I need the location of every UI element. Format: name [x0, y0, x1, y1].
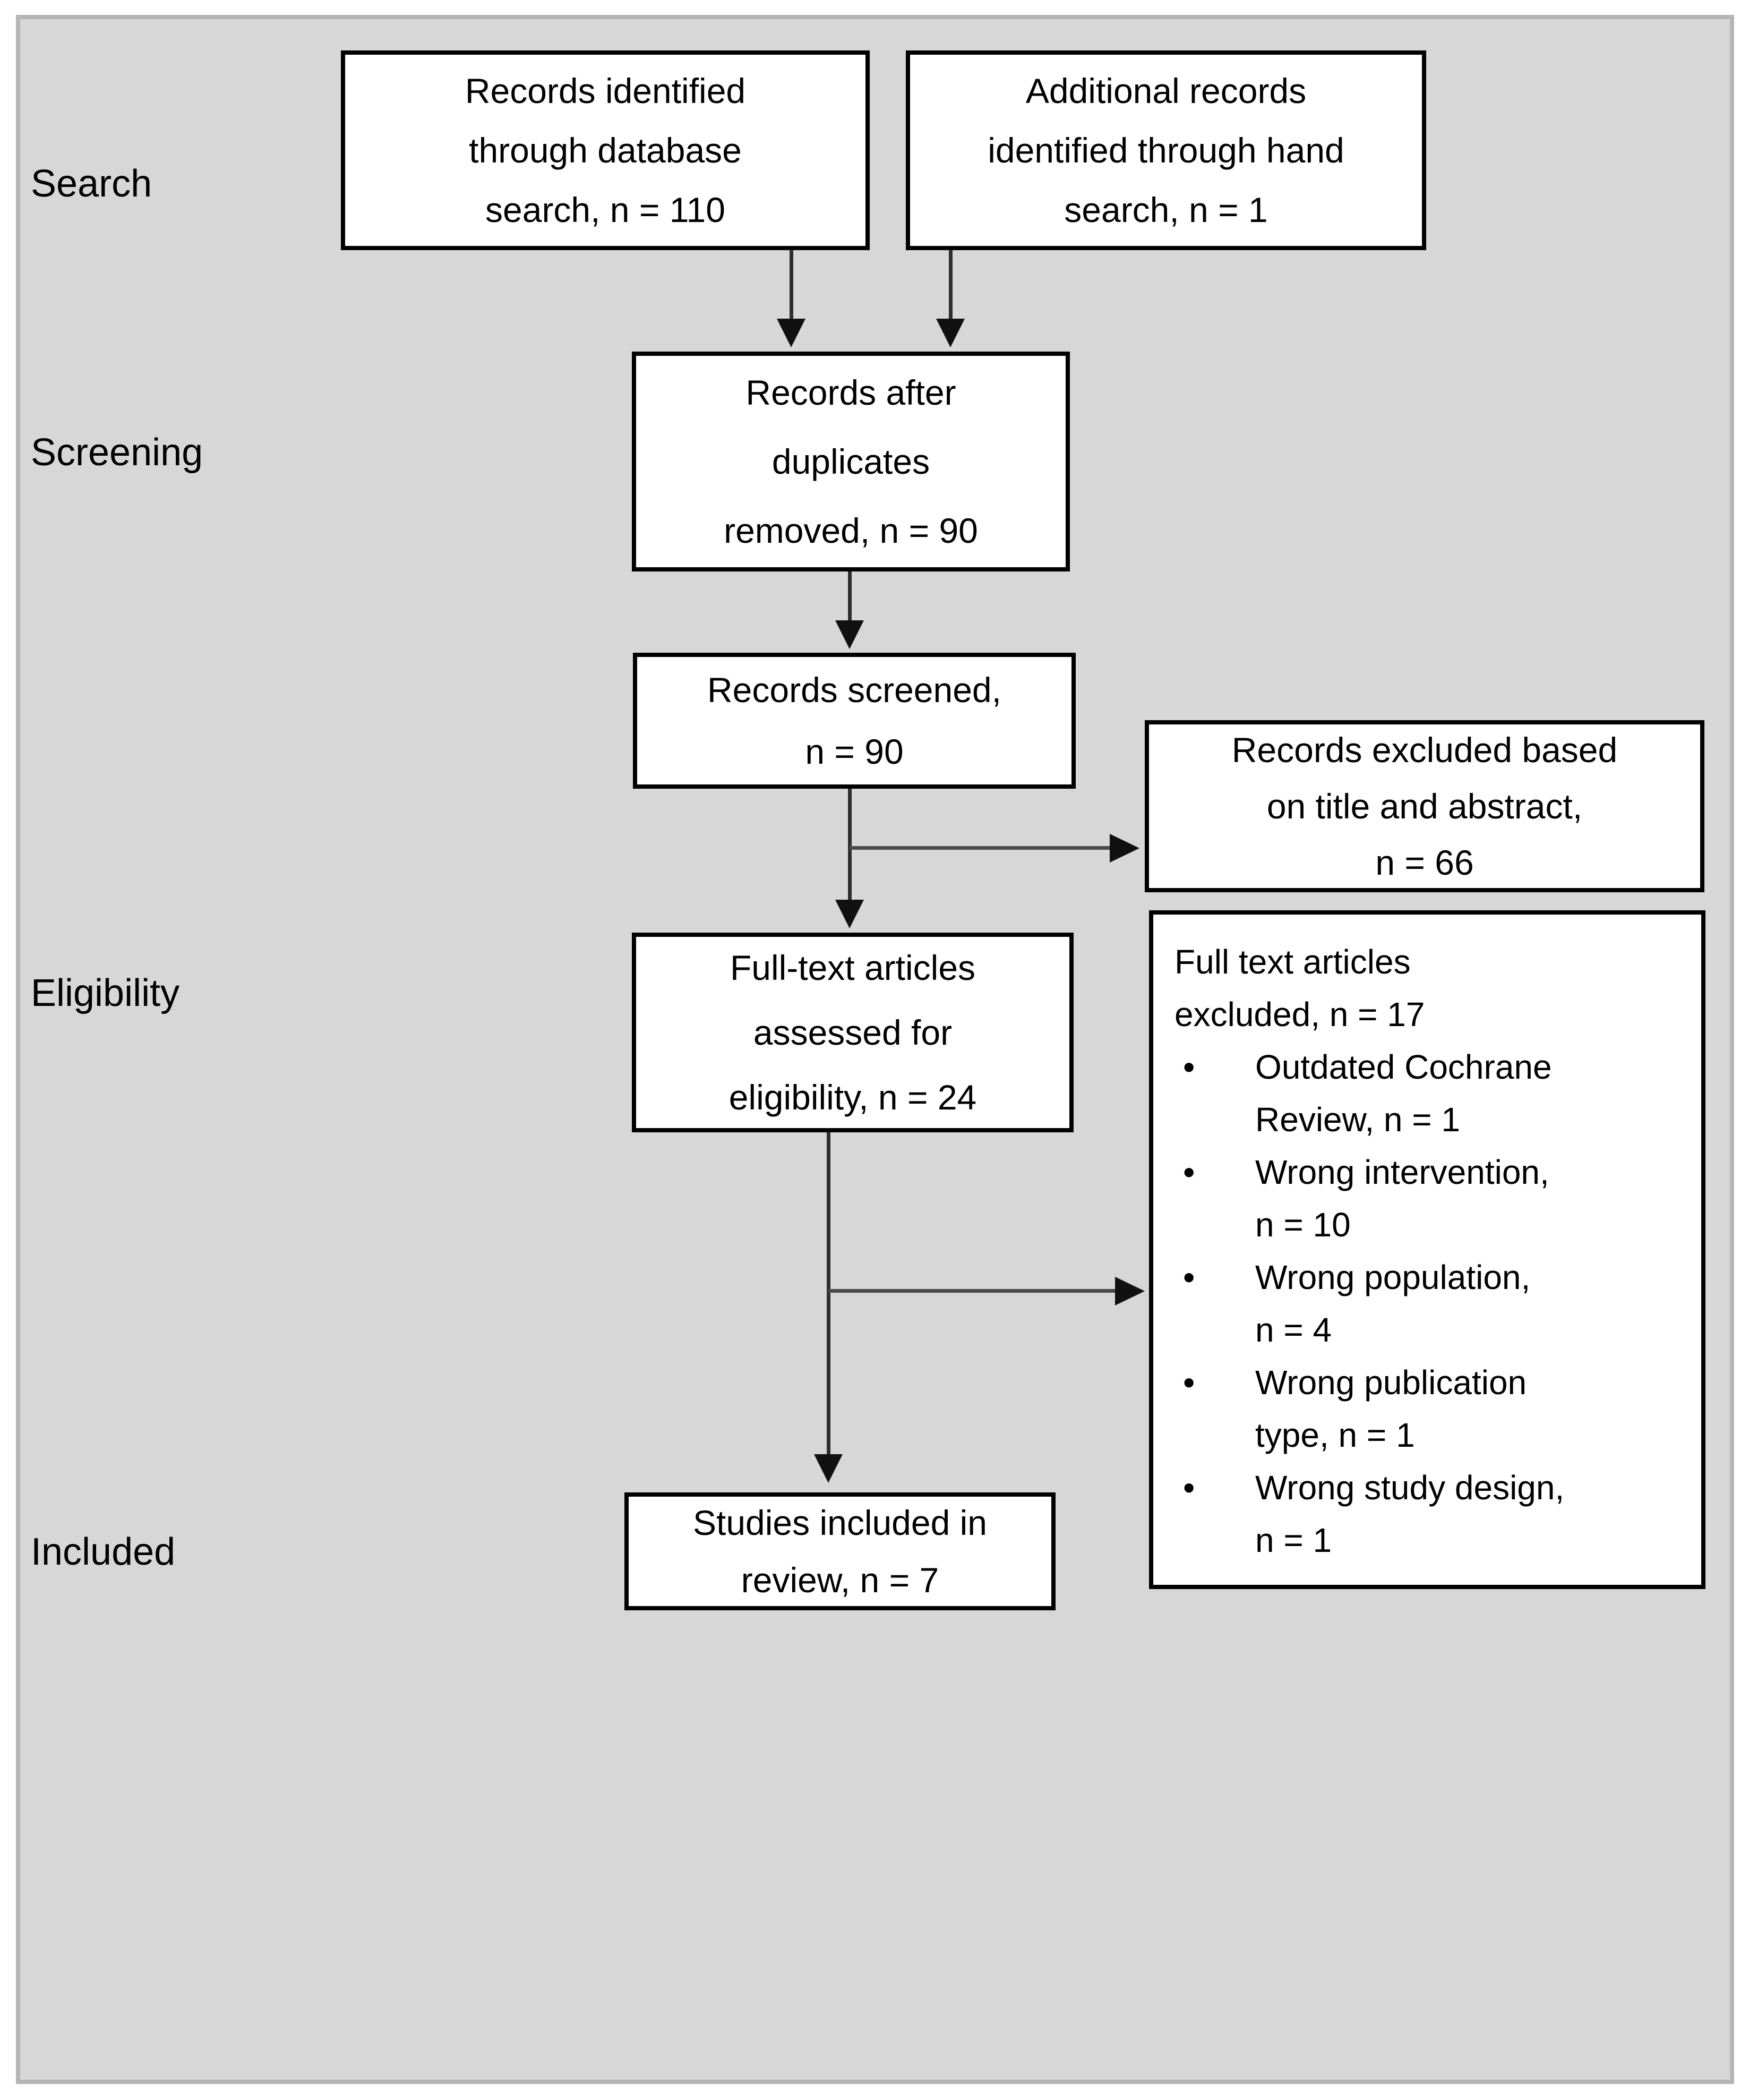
flow-box-records-excluded: Records excluded based on title and abst… [1145, 720, 1704, 892]
stage-label-eligibility: Eligibility [31, 972, 180, 1014]
arrow-hand-to-dedup-head [936, 319, 965, 347]
exclusion-reason-text: Wrong population, n = 4 [1255, 1258, 1531, 1349]
exclusion-reason-item: • Wrong study design, n = 1 [1174, 1462, 1686, 1567]
arrow-dedup-to-screened-head [835, 620, 864, 649]
flow-box-studies-included-text: Studies included in review, n = 7 [692, 1503, 988, 1600]
stage-label-search: Search [31, 163, 152, 205]
flow-box-records-screened: Records screened, n = 90 [633, 653, 1076, 789]
flow-box-fulltext-excluded: Full text articles excluded, n = 17 • Ou… [1149, 910, 1705, 1589]
exclusion-reason-item: • Wrong population, n = 4 [1174, 1251, 1686, 1356]
exclusion-reason-text: Wrong publication type, n = 1 [1255, 1363, 1527, 1454]
arrow-screened-to-fulltext-line [848, 789, 852, 901]
flow-box-database-search: Records identified through database sear… [341, 50, 870, 250]
bullet-icon: • [1183, 1363, 1195, 1402]
arrow-screened-to-fulltext-head [835, 900, 864, 928]
exclusion-reason-text: Outdated Cochrane Review, n = 1 [1255, 1048, 1552, 1139]
bullet-icon: • [1183, 1048, 1195, 1086]
flow-box-hand-search: Additional records identified through ha… [906, 50, 1426, 250]
arrow-fulltext-to-included-head [814, 1454, 843, 1483]
flow-box-duplicates-removed: Records after duplicates removed, n = 90 [632, 352, 1070, 571]
flow-box-records-excluded-text: Records excluded based on title and abst… [1231, 730, 1618, 882]
arrow-database-to-dedup-head [777, 319, 805, 347]
flow-box-records-screened-text: Records screened, n = 90 [707, 670, 1001, 771]
stage-label-screening: Screening [31, 431, 203, 474]
flow-box-fulltext-assessed: Full-text articles assessed for eligibil… [632, 933, 1074, 1132]
flow-box-fulltext-assessed-text: Full-text articles assessed for eligibil… [728, 948, 977, 1117]
bullet-icon: • [1183, 1258, 1195, 1296]
arrow-database-to-dedup-line [790, 250, 793, 320]
arrow-screened-to-excluded-line [850, 846, 1111, 850]
bullet-icon: • [1183, 1469, 1195, 1507]
exclusion-reason-item: • Wrong publication type, n = 1 [1174, 1356, 1686, 1462]
exclusion-reason-text: Wrong study design, n = 1 [1255, 1469, 1565, 1559]
exclusion-reason-text: Wrong intervention, n = 10 [1255, 1153, 1549, 1244]
exclusion-reason-item: • Wrong intervention, n = 10 [1174, 1146, 1686, 1251]
arrow-fulltext-to-included-line [827, 1132, 830, 1455]
bullet-icon: • [1183, 1153, 1195, 1191]
flow-box-database-search-text: Records identified through database sear… [465, 71, 746, 229]
flow-box-studies-included: Studies included in review, n = 7 [624, 1492, 1056, 1610]
arrow-fulltext-to-excluded-head [1115, 1277, 1145, 1305]
flow-box-fulltext-excluded-heading: Full text articles excluded, n = 17 [1174, 943, 1425, 1034]
arrow-hand-to-dedup-line [949, 250, 953, 320]
arrow-fulltext-to-excluded-line [828, 1289, 1116, 1293]
arrow-dedup-to-screened-line [848, 571, 852, 621]
flow-box-hand-search-text: Additional records identified through ha… [988, 71, 1344, 229]
exclusion-reason-item: • Outdated Cochrane Review, n = 1 [1174, 1041, 1686, 1146]
flow-box-duplicates-removed-text: Records after duplicates removed, n = 90 [724, 373, 978, 550]
exclusion-reason-list: • Outdated Cochrane Review, n = 1 • Wron… [1174, 1041, 1686, 1567]
arrow-screened-to-excluded-head [1110, 834, 1139, 863]
stage-label-included: Included [31, 1531, 176, 1573]
